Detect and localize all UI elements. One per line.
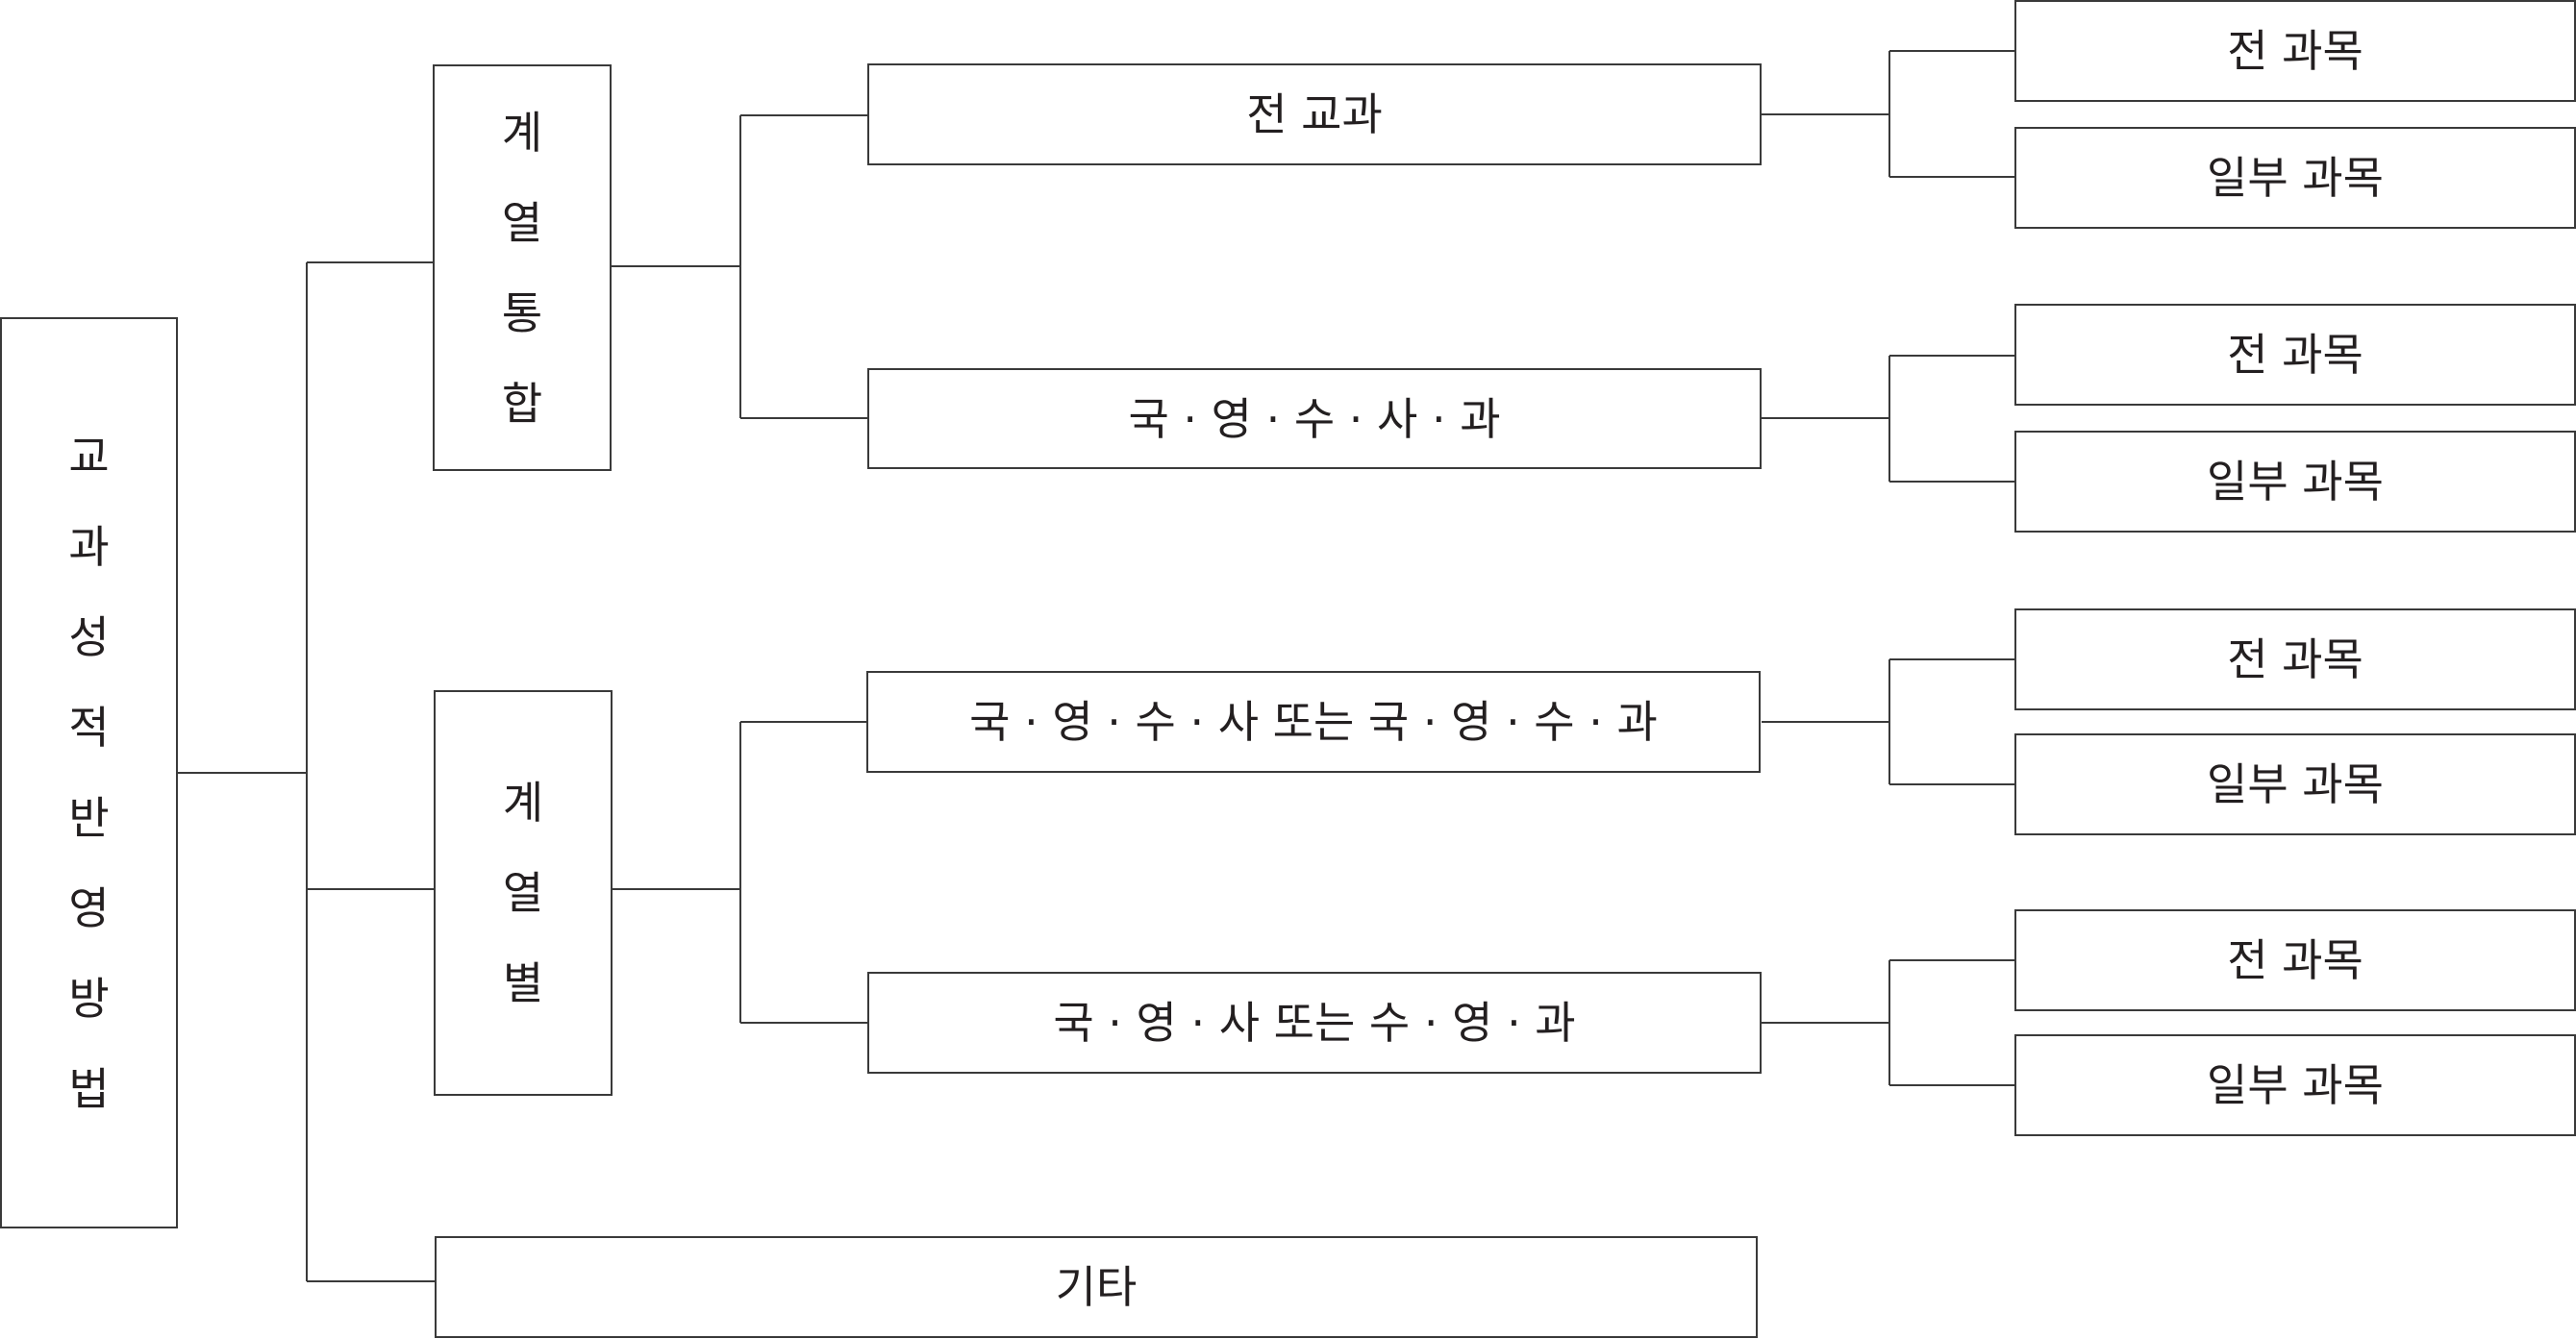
group-char: 계 — [501, 106, 543, 159]
root-char: 반 — [68, 792, 110, 844]
root-char: 적 — [68, 702, 110, 754]
middle-label: 국 · 영 · 수 · 사 또는 국 · 영 · 수 · 과 — [969, 696, 1658, 748]
group-char: 별 — [502, 957, 544, 1009]
middle-label: 전 교과 — [1246, 88, 1383, 140]
middle-label: 국 · 영 · 사 또는 수 · 영 · 과 — [1053, 997, 1576, 1049]
leaf-node: 일부 과목 — [2014, 127, 2576, 229]
leaf-node: 일부 과목 — [2014, 733, 2576, 835]
middle-node: 전 교과 — [867, 63, 1762, 165]
group-by-track-label: 계 열 별 — [503, 781, 543, 1005]
group-char: 합 — [501, 377, 543, 430]
leaf-label: 전 과목 — [2227, 329, 2363, 381]
leaf-node: 전 과목 — [2014, 0, 2576, 102]
root-label: 교 과 성 적 반 영 방 법 — [68, 434, 109, 1111]
root-char: 법 — [68, 1063, 110, 1115]
root-char: 성 — [68, 611, 110, 663]
root-char: 영 — [68, 882, 110, 934]
leaf-node: 일부 과목 — [2014, 431, 2576, 533]
other-node: 기타 — [435, 1236, 1758, 1338]
root-char: 과 — [68, 521, 110, 573]
leaf-label: 일부 과목 — [2207, 758, 2384, 810]
root-char: 교 — [68, 431, 110, 483]
leaf-node: 일부 과목 — [2014, 1034, 2576, 1136]
middle-node: 국 · 영 · 수 · 사 · 과 — [867, 368, 1762, 469]
root-node: 교 과 성 적 반 영 방 법 — [0, 317, 178, 1228]
group-char: 열 — [502, 867, 544, 919]
leaf-label: 일부 과목 — [2207, 152, 2384, 204]
leaf-node: 전 과목 — [2014, 608, 2576, 710]
group-by-track-node: 계 열 별 — [434, 690, 613, 1096]
leaf-label: 일부 과목 — [2207, 1059, 2384, 1111]
leaf-label: 전 과목 — [2227, 25, 2363, 77]
middle-node: 국 · 영 · 사 또는 수 · 영 · 과 — [867, 972, 1762, 1074]
leaf-label: 전 과목 — [2227, 934, 2363, 986]
root-char: 방 — [68, 973, 110, 1025]
leaf-label: 전 과목 — [2227, 633, 2363, 685]
leaf-node: 전 과목 — [2014, 304, 2576, 406]
other-label: 기타 — [1055, 1261, 1138, 1313]
group-integrated-node: 계 열 통 합 — [433, 64, 612, 471]
middle-node: 국 · 영 · 수 · 사 또는 국 · 영 · 수 · 과 — [866, 671, 1761, 773]
group-char: 계 — [502, 777, 544, 829]
leaf-node: 전 과목 — [2014, 909, 2576, 1011]
leaf-label: 일부 과목 — [2207, 456, 2384, 508]
middle-label: 국 · 영 · 수 · 사 · 과 — [1128, 392, 1501, 445]
group-char: 통 — [501, 286, 543, 339]
group-char: 열 — [501, 196, 543, 249]
group-integrated-label: 계 열 통 합 — [502, 111, 542, 426]
